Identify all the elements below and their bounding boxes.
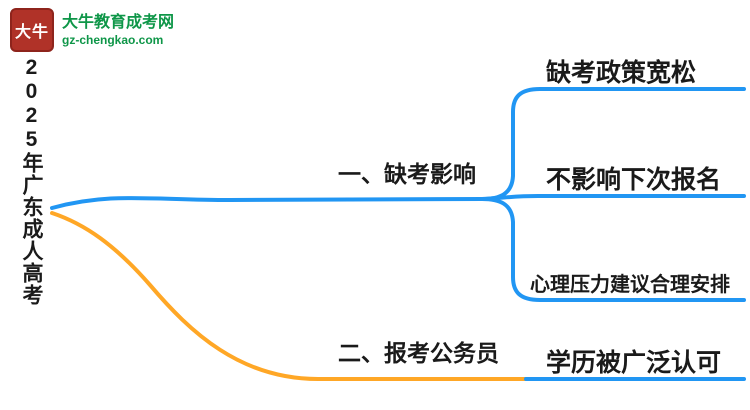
branch-1-child-2-line [480, 194, 746, 201]
branch-1-child-3-line [480, 197, 746, 302]
root-node: 2025年广东成人高考 [20, 56, 43, 306]
brand-logo-icon-text: 大牛 [14, 24, 49, 41]
site-name: 大牛教育成考网 [62, 13, 175, 31]
branch-2-child-1-node: 学历被广泛认可 [546, 349, 722, 377]
branch-1-trunk-line [50, 196, 484, 210]
branch-1-child-1-node: 缺考政策宽松 [546, 59, 697, 87]
branch-2-node: 二、报考公务员 [338, 340, 499, 366]
branch-2-trunk-line [50, 211, 530, 381]
brand-logo[interactable]: 大牛 大牛教育成考网 gz-chengkao.com [10, 8, 174, 52]
brand-logo-icon: 大牛 [10, 8, 54, 52]
brand-logo-texts: 大牛教育成考网 gz-chengkao.com [62, 13, 174, 48]
site-url: gz-chengkao.com [62, 32, 164, 47]
branch-1-child-2-node: 不影响下次报名 [546, 166, 722, 194]
branch-1-node: 一、缺考影响 [338, 161, 476, 187]
branch-1-child-3-node: 心理压力建议合理安排 [530, 274, 730, 296]
